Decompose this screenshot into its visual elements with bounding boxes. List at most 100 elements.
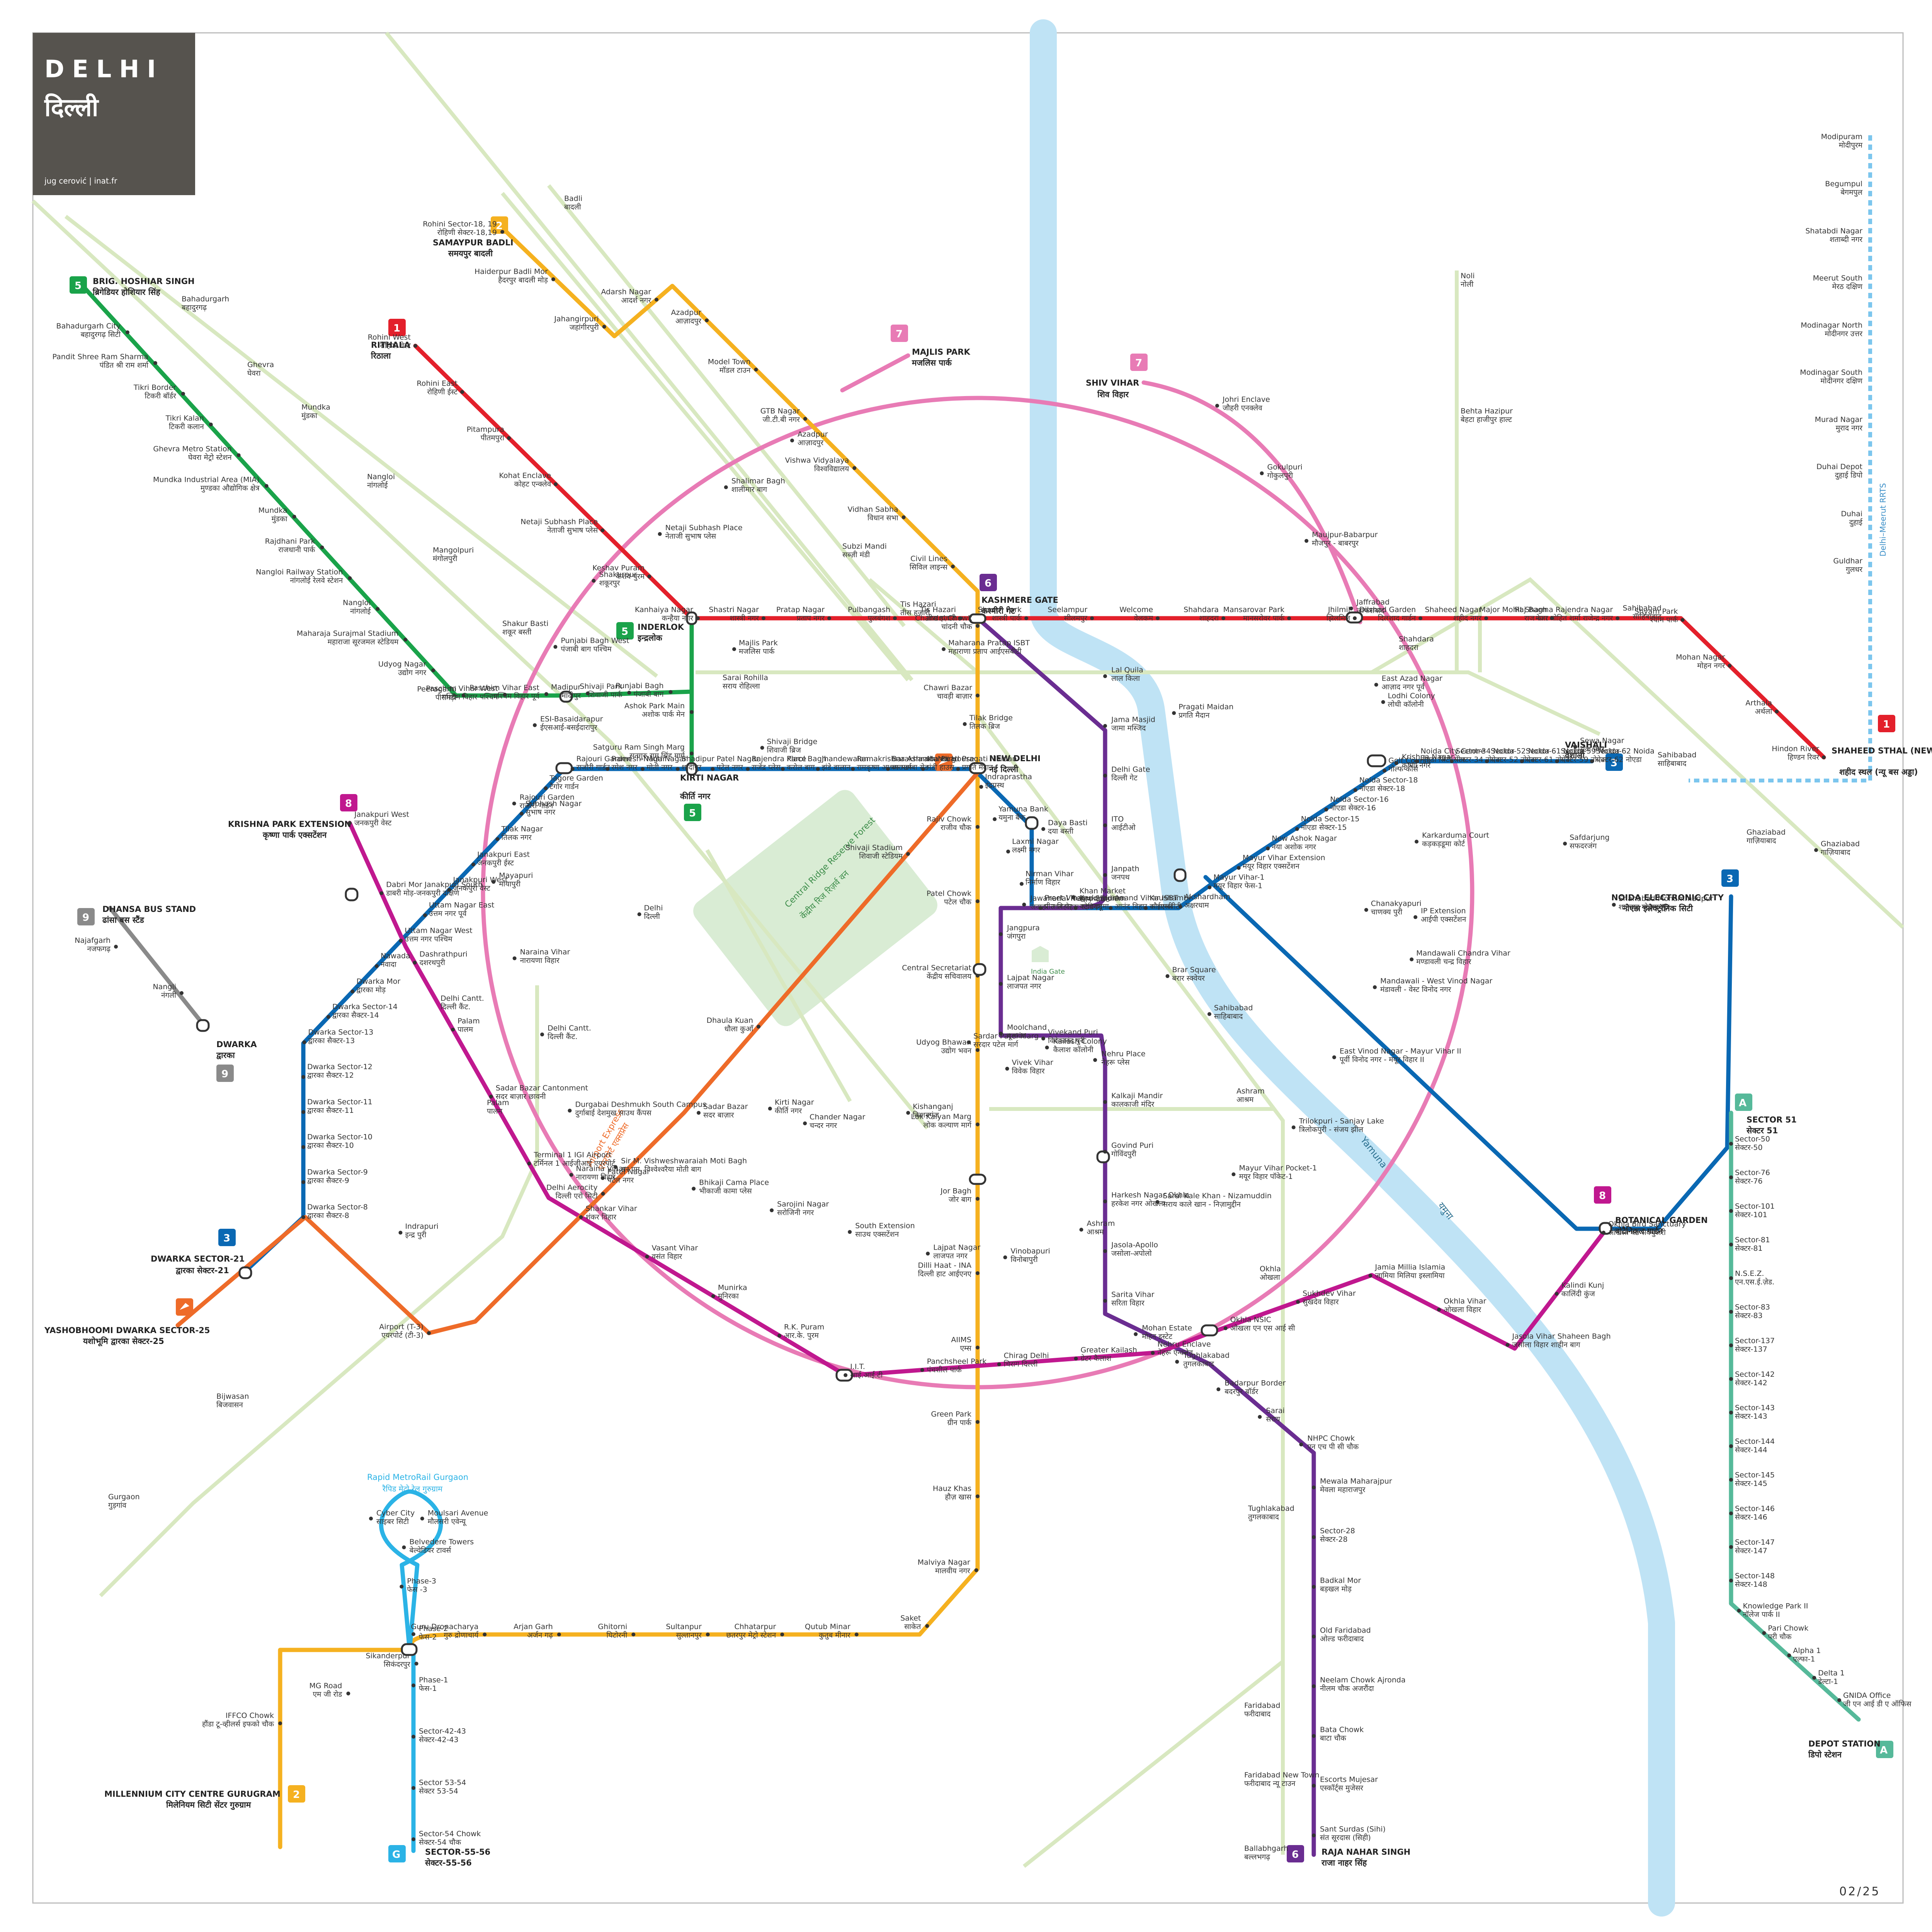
station-dot [614,1165,618,1169]
station-label-hindi: नोएडा सेक्टर-16 [1330,803,1376,812]
station-dot [851,767,855,771]
station-label-hindi: जामा मस्जिद [1111,724,1146,733]
station-label: Welcome [1119,605,1153,614]
station-label-hindi: सेक्टर 53-54 [419,1786,458,1795]
svg-text:मजलिस पार्क: मजलिस पार्क [912,358,952,367]
station-label: Cyber City [376,1509,415,1517]
station-dot [1410,957,1414,961]
station-label-hindi: मोहन इस्टेट [1142,1332,1172,1341]
station-label-hindi: पंचशील पार्क [927,1365,962,1374]
station-label: Ghevra Metro Station [153,445,231,453]
station-dot [1383,769,1387,773]
station-label: Netaji Subhash Place [665,524,743,532]
badge-green-5: 5 [70,276,87,294]
station-label-hindi: सेक्टर-61 नोएडा [1526,755,1572,764]
station-dot [413,961,417,965]
station-label: Rajouri Garden [577,755,631,763]
station-label-hindi: भीकाजी कामा प्लेस [699,1186,752,1195]
svg-text:1: 1 [393,323,400,334]
station-label-hindi: विनोबापुरी [1010,1255,1038,1264]
station-label-hindi: राजधानी पार्क [278,545,315,554]
rrts-station-label-hindi: मोदीनगर दक्षिण [1820,376,1862,385]
station-dot [209,422,213,427]
station-dot [1729,1242,1733,1247]
station-label: ITO [1111,815,1124,823]
station-label: Tughlakabad [1183,1351,1230,1360]
station-label-hindi: हौज़ खास [945,1492,972,1501]
station-label-hindi: मानसरोवर पार्क [1243,614,1284,622]
station-dot [180,991,184,995]
station-dot [906,852,910,856]
station-dot [320,545,324,549]
blue-line [243,759,1594,1274]
station-label-hindi: करोल बाग [787,763,815,772]
station-dot [1729,1175,1733,1179]
station-label-hindi: पालम [457,1026,473,1034]
station-label-hindi: मोती नगर [646,763,673,772]
svg-text:कृष्णा पार्क एक्सटेंशन: कृष्णा पार्क एक्सटेंशन [262,830,327,840]
svg-text:DWARKA: DWARKA [216,1040,257,1049]
station-label-hindi: द्वारका सैक्टर-8 [307,1211,349,1220]
station-label-hindi: नेताजी सुभाष प्लेस [547,526,599,535]
svg-text:7: 7 [1135,357,1142,369]
station-dot [1312,1833,1316,1837]
station-dot [1165,974,1170,978]
station-dot [302,1040,306,1044]
station-label: Vinobapuri [1010,1247,1050,1255]
station-label-hindi: मादीपुर [561,691,581,700]
station-label-hindi: निर्माण विहार [1026,878,1061,887]
violet-line [975,616,1316,1857]
station-label-hindi: उत्तम नगर पूर्व [429,909,467,918]
station-label: East Vinod Nagar - Mayur Vihar II [1340,1047,1461,1055]
station-dot [1134,1332,1138,1336]
station-label: Delhi Gate [1111,765,1150,774]
railway-network [31,31,1905,1868]
station-label: Paschim Vihar West [426,684,498,693]
station-label-hindi: दिल्ली गेट [1111,773,1138,782]
yamuna-river [1030,19,1675,1917]
station-label: Sector 53-54 [419,1778,466,1787]
station-label-hindi: मौजपुर - बाबरपुर [1312,539,1359,548]
station-label-hindi: पीरागढ़ी [435,693,457,702]
station-label: Dwarka Sector-12 [307,1063,372,1071]
station-label: Nawada [381,952,410,960]
station-label-hindi: रामकृष्ण आश्रम मार्ग [857,763,912,772]
station-label: Jasola-Apollo [1111,1241,1158,1249]
station-dot [326,1015,330,1019]
svg-text:द्वारका: द्वारका [216,1051,235,1060]
station-dot [844,1373,848,1377]
station-label-hindi: द्वारका सैक्टर-14 [332,1011,379,1020]
station-dot [1216,1387,1221,1391]
station-dot [956,767,960,771]
rail-station-label: Tis Hazari [900,600,936,609]
station-label-hindi: केंद्रीय सचिवालय [927,972,972,981]
badge-violet-6: 6 [980,574,997,591]
station-label-hindi: हौंडा टू-व्हीलर्स इफको चौक [202,1719,274,1729]
badge-red-1-east: 1 [1878,715,1895,732]
station-label: Seelampur [1048,605,1087,614]
rail-station-label: Faridabad [1244,1701,1280,1710]
station-label: Neelam Chowk Ajronda [1320,1676,1406,1684]
station-label-hindi: मयूर विहार पॉकेट-1 [1239,1172,1293,1181]
station-label-hindi: बाटा चौक [1320,1734,1346,1743]
station-dot [1090,616,1094,620]
svg-text:3: 3 [1611,757,1617,769]
station-label: NHPC Chowk [1307,1434,1355,1442]
svg-text:SECTOR-55-56: SECTOR-55-56 [425,1847,490,1857]
station-label-hindi: टैगोर गार्डन [549,782,579,791]
station-label-hindi: कालिंदी कुंज [1561,1289,1595,1298]
station-label-hindi: ओखला विहार [1444,1305,1481,1314]
station-label: Tikri Border [133,383,176,392]
station-dot [1312,1535,1316,1539]
station-label-hindi: उद्योग भवन [941,1046,971,1055]
badge-aqua-A-depot: A [1876,1741,1893,1758]
rrts-label: Delhi–Meerut RRTS [1878,483,1888,556]
station-dot [959,616,963,620]
station-dot [1019,882,1024,886]
station-dot [1563,842,1567,846]
station-label: Okhla Vihar [1444,1297,1486,1305]
station-label-hindi: सरदार पटेल मार्ग [973,1040,1019,1049]
station-dot [413,344,417,348]
station-label: Sir M. Vishweshwaraiah Moti Bagh [621,1156,747,1165]
